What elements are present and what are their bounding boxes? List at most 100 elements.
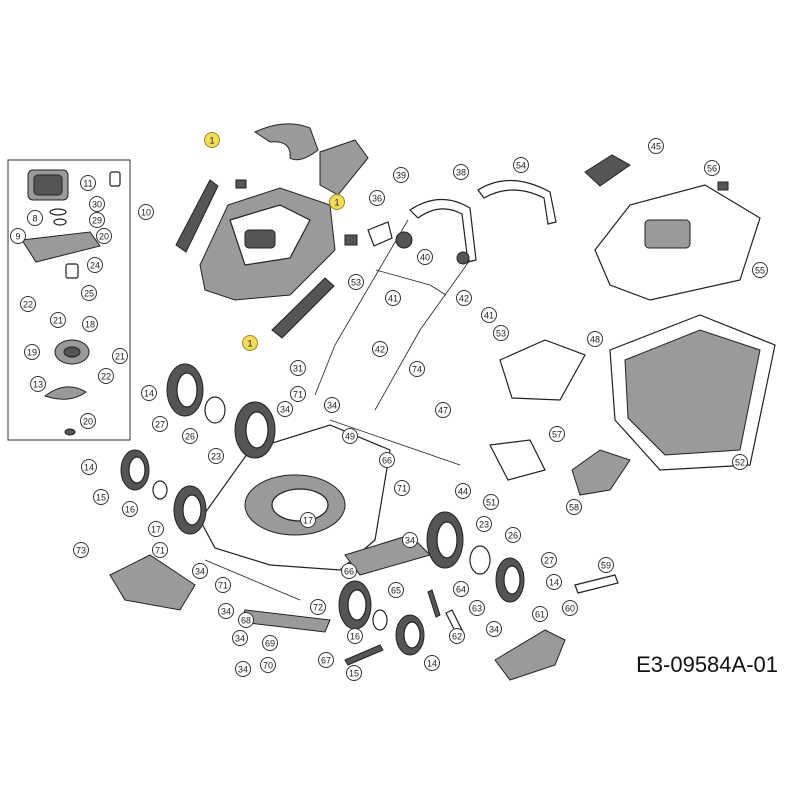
callout-bubble [260,657,276,673]
callout-bubble [20,296,36,312]
callout-number: 1 [209,136,214,146]
front-wheel-right-b [395,614,425,656]
callout-number: 10 [141,208,151,218]
callout-30: 30 [89,196,105,212]
callout-38: 38 [453,164,469,180]
callout-20: 20 [80,413,96,429]
callout-number: 53 [351,278,361,288]
callout-63: 63 [469,600,485,616]
callout-bubble [402,532,418,548]
motor-inset-frame [7,159,131,441]
callout-40: 40 [417,249,433,265]
callout-67: 67 [318,652,334,668]
callout-number: 59 [601,561,611,571]
callout-number: 62 [452,632,462,642]
callout-53: 53 [493,325,509,341]
callout-70: 70 [260,657,276,673]
callout-26: 26 [182,428,198,444]
callout-68: 68 [238,612,254,628]
callout-bubble [453,164,469,180]
callout-bubble [486,621,502,637]
callout-number: 34 [327,401,337,411]
callout-number: 66 [344,567,354,577]
callout-bubble [732,454,748,470]
callout-bubble [435,402,451,418]
callout-bubble [89,196,105,212]
callout-16: 16 [347,628,363,644]
callout-number: 63 [472,604,482,614]
callout-34: 34 [218,603,234,619]
callout-number: 18 [85,320,95,330]
callout-number: 26 [508,531,518,541]
callout-bubble [262,635,278,651]
callout-bubble [493,325,509,341]
callout-bubble [342,428,358,444]
hubcap-16a [152,480,168,500]
callout-number: 42 [375,345,385,355]
callout-65: 65 [388,582,404,598]
callout-bubble [385,290,401,306]
callout-36: 36 [369,190,385,206]
callout-bubble [204,132,220,148]
callout-bubble [341,563,357,579]
callout-44: 44 [455,483,471,499]
motor-unit [27,169,69,226]
callout-34: 34 [402,532,418,548]
callout-bubble [388,582,404,598]
callout-8: 8 [27,210,43,226]
callout-bubble [242,335,258,351]
callout-bubble [82,316,98,332]
callout-bubble [122,501,138,517]
callout-69: 69 [262,635,278,651]
callout-42: 42 [372,341,388,357]
callout-number: 25 [84,289,94,299]
callout-73: 73 [73,542,89,558]
callout-number: 57 [552,430,562,440]
callout-bubble [277,401,293,417]
callout-22: 22 [20,296,36,312]
callout-number: 53 [496,329,506,339]
handle-knob-right [456,251,470,265]
callout-number: 65 [391,586,401,596]
callout-62: 62 [449,628,465,644]
callout-number: 20 [99,232,109,242]
callout-47: 47 [435,402,451,418]
callout-bubble [348,274,364,290]
callout-number: 17 [303,516,313,526]
callout-number: 14 [427,659,437,669]
callout-number: 73 [76,546,86,556]
callout-number: 27 [155,420,165,430]
callout-number: 22 [101,372,111,382]
callout-bubble [89,212,105,228]
callout-number: 44 [458,487,468,497]
callout-17: 17 [300,512,316,528]
wheel-27b [495,557,525,603]
callout-number: 14 [549,578,559,588]
callout-bubble [310,599,326,615]
callout-number: 68 [241,616,251,626]
callout-bubble [598,557,614,573]
callout-20: 20 [96,228,112,244]
callout-number: 70 [263,661,273,671]
handle-upper [409,198,477,263]
callout-number: 54 [516,161,526,171]
callout-number: 23 [479,520,489,530]
callout-bubble [87,257,103,273]
callout-number: 47 [438,406,448,416]
callout-bubble [379,452,395,468]
rear-flap-73 [109,554,196,611]
callout-bubble [138,204,154,220]
callout-57: 57 [549,426,565,442]
callout-13: 13 [30,376,46,392]
axle-72 [204,559,301,601]
callout-bubble [587,331,603,347]
callout-number: 34 [280,405,290,415]
handle-lower-left [314,219,409,396]
front-wheel-right [338,580,372,630]
callout-71: 71 [215,577,231,593]
callout-bubble [112,348,128,364]
callout-bubble [409,361,425,377]
callout-number: 34 [221,607,231,617]
